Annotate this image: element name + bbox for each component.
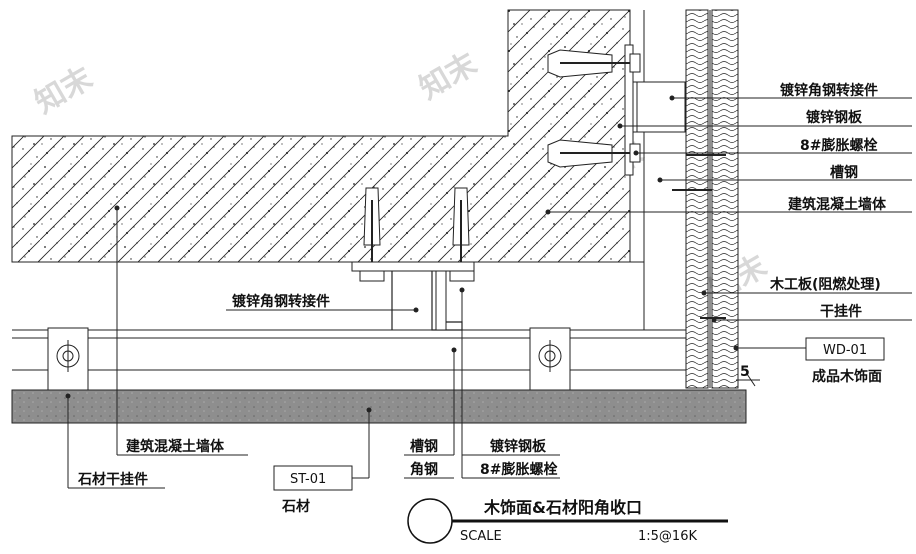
label-bolt-bottom: 8#膨胀螺栓 (480, 461, 557, 478)
label-plywood: 木工板(阻燃处理) (769, 276, 881, 293)
leaders-right (548, 97, 912, 321)
st-tag-box (273, 465, 353, 491)
galv-plate-mid (351, 261, 475, 272)
plywood-board (685, 9, 709, 389)
label-angle-bottom: 角钢 (410, 461, 438, 478)
label-stone-hanger: 石材干挂件 (77, 471, 148, 488)
angle-connector-right (632, 81, 686, 133)
label-bolt-right: 8#膨胀螺栓 (800, 137, 877, 154)
expansion-bolt-right-down (452, 187, 470, 268)
label-galv-plate-bottom: 镀锌钢板 (490, 438, 547, 455)
label-angle-connector-mid: 镀锌角钢转接件 (232, 293, 330, 310)
wd-tag-text: WD-01 (823, 343, 867, 358)
leaders-bottom (67, 208, 560, 489)
label-hanger-right: 干挂件 (820, 303, 862, 320)
title-block: 木饰面&石材阳角收口 SCALE 1:5@16K (407, 498, 728, 544)
expansion-bolt-right-top (547, 49, 641, 78)
drawing-title: 木饰面&石材阳角收口 (483, 498, 642, 517)
stone-hanger-right (529, 327, 571, 405)
stone-hanger-left (45, 327, 89, 405)
label-channel-bottom: 槽钢 (410, 438, 438, 455)
scale-label: SCALE (460, 529, 502, 544)
concrete-wall (11, 9, 631, 263)
svg-text:知末: 知末 (414, 46, 483, 106)
wood-finish-panel (711, 9, 739, 389)
stone-slab (11, 389, 747, 424)
label-galv-plate-right: 镀锌钢板 (806, 109, 863, 126)
label-stone: 石材 (281, 498, 310, 515)
label-angle-connector-right: 镀锌角钢转接件 (780, 82, 878, 99)
label-wood-finish: 成品木饰面 (812, 368, 882, 385)
scale-value: 1:5@16K (638, 529, 697, 544)
st-tag-text: ST-01 (290, 472, 326, 487)
expansion-bolt-left-down (363, 187, 381, 268)
label-channel-right: 槽钢 (830, 164, 858, 181)
svg-text:知末: 知末 (29, 61, 98, 121)
dimension-5: 5 (740, 364, 750, 380)
label-concrete-bottom: 建筑混凝土墙体 (126, 438, 225, 455)
wd-tag-box (805, 337, 885, 361)
label-concrete-right: 建筑混凝土墙体 (788, 196, 887, 213)
